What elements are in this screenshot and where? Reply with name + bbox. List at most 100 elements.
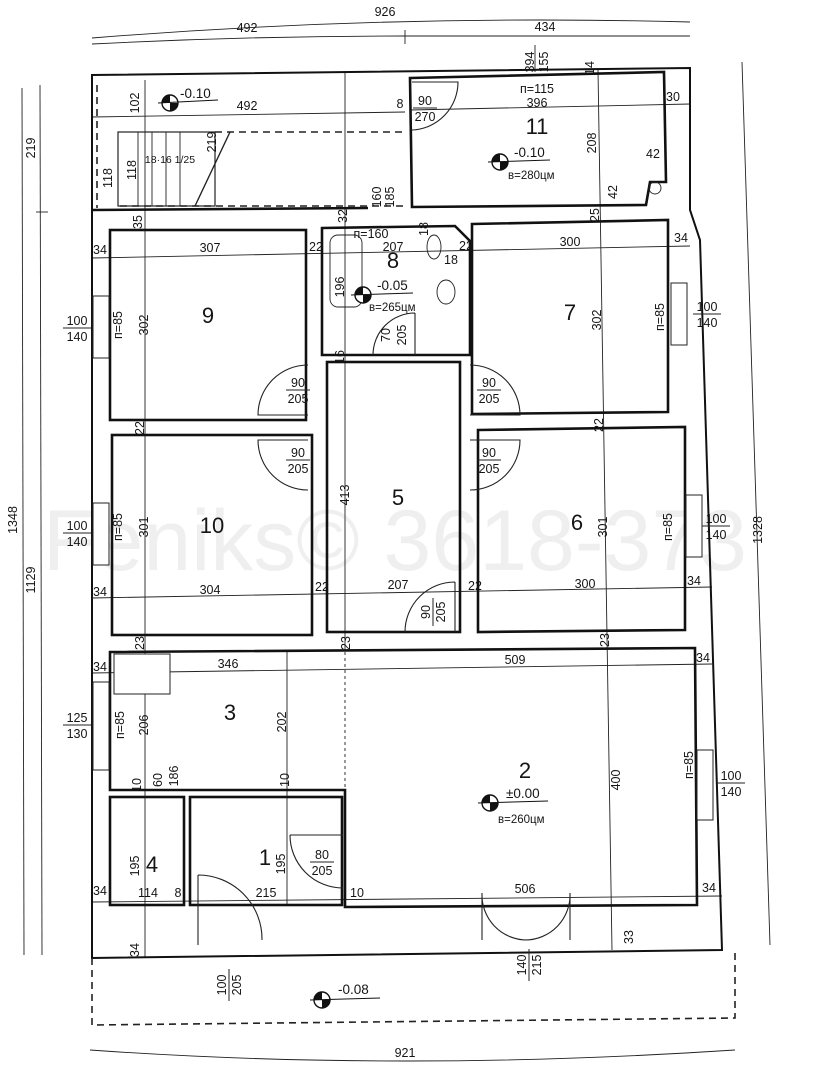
- dim: 196: [333, 277, 347, 298]
- dim: 346: [218, 657, 239, 671]
- toilet: [426, 234, 442, 260]
- dim: 30: [666, 90, 680, 104]
- dim: п=85: [661, 513, 675, 541]
- stairs: [91, 85, 736, 1026]
- dim: 195: [274, 854, 288, 875]
- dim: 8: [175, 886, 182, 900]
- dim: 114: [138, 886, 158, 900]
- dim: 42: [606, 185, 620, 199]
- svg-text:205: 205: [288, 462, 309, 476]
- dim: 34: [93, 884, 107, 898]
- dim: 70: [379, 328, 393, 342]
- svg-text:140: 140: [67, 330, 88, 344]
- dim: 205: [395, 325, 409, 346]
- dim: 33: [622, 930, 636, 944]
- dim-top-total: 926: [375, 5, 396, 19]
- dim: 10: [278, 773, 292, 787]
- window-room-7: [670, 282, 688, 346]
- room-6-label: 6: [571, 510, 583, 535]
- level-bath: -0.05: [377, 278, 408, 293]
- svg-text:140: 140: [515, 955, 529, 976]
- dim: 32: [336, 209, 350, 223]
- svg-text:140: 140: [67, 535, 88, 549]
- svg-text:270: 270: [415, 110, 436, 124]
- room-7-outline: [470, 218, 670, 416]
- level-marker-entry: -0.08: [309, 982, 381, 1009]
- dim: 34: [128, 943, 142, 957]
- dim: 509: [505, 653, 526, 667]
- level-markers: -0.10 -0.10 в=280цм -0.05 в=265цм ±0.00 …: [157, 86, 555, 1009]
- room-10-outline: [110, 433, 314, 637]
- dim: п=115: [520, 82, 554, 96]
- room-9-outline: [108, 228, 308, 422]
- room-8-label: 8: [387, 248, 399, 273]
- dim: 102: [128, 93, 142, 114]
- svg-text:140: 140: [721, 785, 742, 799]
- dim: 22: [459, 239, 473, 253]
- level-marker-living: ±0.00 в=260цм: [477, 786, 549, 826]
- room-5-outline: [325, 360, 462, 634]
- room-labels: 1 2 3 4 5 6 7 8 9 10 11: [146, 114, 583, 877]
- overall-dimensions: 926 492 434 921 1348 1129 219 1328 118 1…: [6, 5, 765, 1060]
- dim-left-main: 1129: [24, 567, 38, 594]
- room-9-label: 9: [202, 303, 214, 328]
- level-marker-room-11: -0.10 в=280цм: [487, 145, 555, 182]
- room-4-label: 4: [146, 852, 158, 877]
- room-11-label: 11: [526, 114, 549, 139]
- room-5-label: 5: [392, 485, 404, 510]
- dim: 300: [560, 235, 581, 249]
- height-bath: в=265цм: [369, 302, 416, 314]
- dim: 22: [309, 240, 323, 254]
- room-2-3-outline: [108, 646, 699, 909]
- svg-text:90: 90: [291, 446, 305, 460]
- dim: 10: [350, 886, 364, 900]
- svg-text:205: 205: [230, 975, 244, 996]
- svg-text:80: 80: [315, 848, 329, 862]
- dim: 34: [93, 585, 107, 599]
- svg-text:205: 205: [288, 392, 309, 406]
- dim: 207: [383, 240, 404, 254]
- dim: 195: [128, 856, 142, 877]
- stair-steps: 18·16 1/25: [145, 154, 195, 166]
- room-1-label: 1: [259, 845, 271, 870]
- room-6-outline: [476, 425, 687, 634]
- svg-text:90: 90: [482, 446, 496, 460]
- height-living: в=260цм: [498, 814, 545, 826]
- dim: 35: [131, 215, 145, 229]
- svg-text:130: 130: [67, 727, 88, 741]
- dim: 18: [444, 253, 458, 267]
- dim: 506: [515, 882, 536, 896]
- svg-text:215: 215: [530, 955, 544, 976]
- dim: 23: [133, 636, 147, 650]
- dim: 302: [137, 315, 151, 336]
- dim: 22: [315, 580, 329, 594]
- room-7-label: 7: [564, 300, 576, 325]
- dim: 60: [151, 773, 165, 787]
- dim-right-total: 1328: [751, 516, 765, 544]
- svg-text:100: 100: [215, 975, 229, 996]
- dim-bottom-total: 921: [395, 1046, 416, 1060]
- level-marker-terrace: -0.10: [157, 86, 219, 112]
- dim: 22: [468, 579, 482, 593]
- svg-text:125: 125: [67, 711, 88, 725]
- svg-text:205: 205: [479, 392, 500, 406]
- dim: 207: [388, 578, 409, 592]
- bathtub: [329, 234, 363, 308]
- dim: 34: [696, 651, 710, 665]
- dim: 118: [101, 168, 115, 188]
- dim: 23: [339, 636, 353, 650]
- dim: 34: [93, 243, 107, 257]
- room-1-outline: [188, 795, 344, 907]
- dim: п=85: [111, 311, 125, 339]
- dim: 25: [588, 208, 602, 222]
- dim: 400: [609, 770, 623, 791]
